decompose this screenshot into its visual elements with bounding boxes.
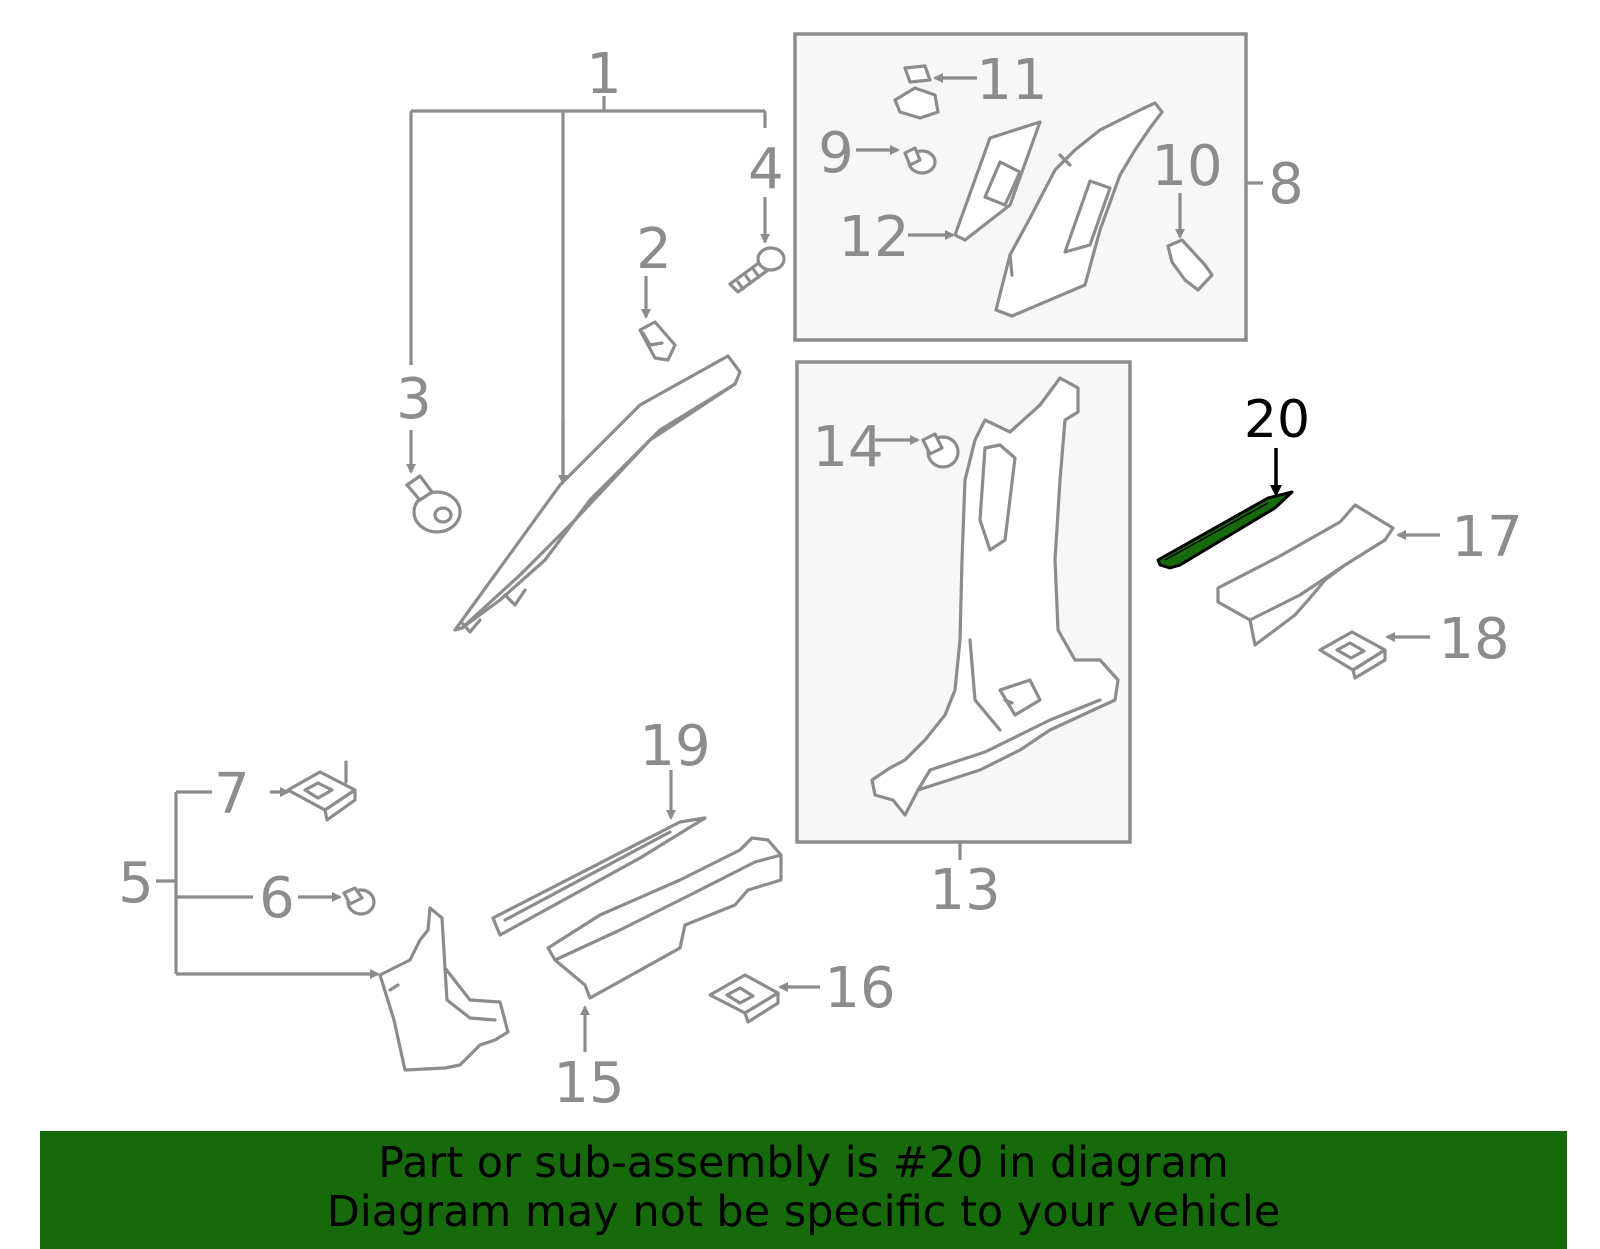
callout-7: 7: [214, 762, 250, 827]
part-11-clip: [893, 64, 940, 120]
callout-20-highlighted: 20: [1244, 390, 1310, 450]
part-10-clip: [1166, 238, 1214, 292]
part-2-clip: [638, 320, 677, 362]
callout-10: 10: [1151, 134, 1222, 199]
info-banner: Part or sub-assembly is #20 in diagram D…: [40, 1131, 1567, 1249]
callout-16: 16: [824, 956, 895, 1021]
callout-15: 15: [553, 1051, 624, 1116]
part-14-clip: [921, 432, 960, 469]
part-13-lower-trim: [870, 376, 1120, 817]
part-8-upper-trim: [994, 101, 1164, 318]
callout-12: 12: [838, 205, 909, 270]
part-16-clip: [708, 973, 780, 1024]
part-6-clip: [342, 886, 376, 916]
callout-11: 11: [976, 48, 1047, 113]
part-15-sill-trim: [546, 836, 783, 1000]
part-20-highlighted-strip: [1156, 490, 1294, 570]
callout-2: 2: [636, 217, 672, 282]
callout-8: 8: [1268, 152, 1304, 217]
callout-14: 14: [812, 415, 883, 480]
banner-line-2: Diagram may not be specific to your vehi…: [326, 1187, 1281, 1237]
callout-17: 17: [1451, 505, 1522, 570]
part-17-rear-sill: [1216, 503, 1395, 647]
part-19-scuff-strip: [491, 816, 707, 937]
callout-5: 5: [118, 851, 154, 916]
part-5-kick-panel: [378, 906, 510, 1072]
callout-18: 18: [1438, 607, 1509, 672]
leader-lines: [156, 73, 1440, 1052]
part-4-bolt: [728, 246, 786, 294]
part-1-pillar-trim: [453, 354, 742, 634]
part-7-clip: [286, 760, 357, 822]
callout-1: 1: [586, 42, 622, 107]
callout-19: 19: [639, 714, 710, 779]
part-18-clip: [1318, 630, 1387, 680]
callout-3: 3: [396, 367, 432, 432]
part-3-clip: [405, 474, 462, 534]
callout-6: 6: [259, 866, 295, 931]
part-12-bracket: [953, 120, 1042, 242]
callout-9: 9: [818, 121, 854, 186]
callout-13: 13: [929, 858, 1000, 923]
banner-line-1: Part or sub-assembly is #20 in diagram: [378, 1138, 1229, 1188]
callout-4: 4: [748, 137, 784, 202]
part-9-clip: [903, 146, 937, 175]
